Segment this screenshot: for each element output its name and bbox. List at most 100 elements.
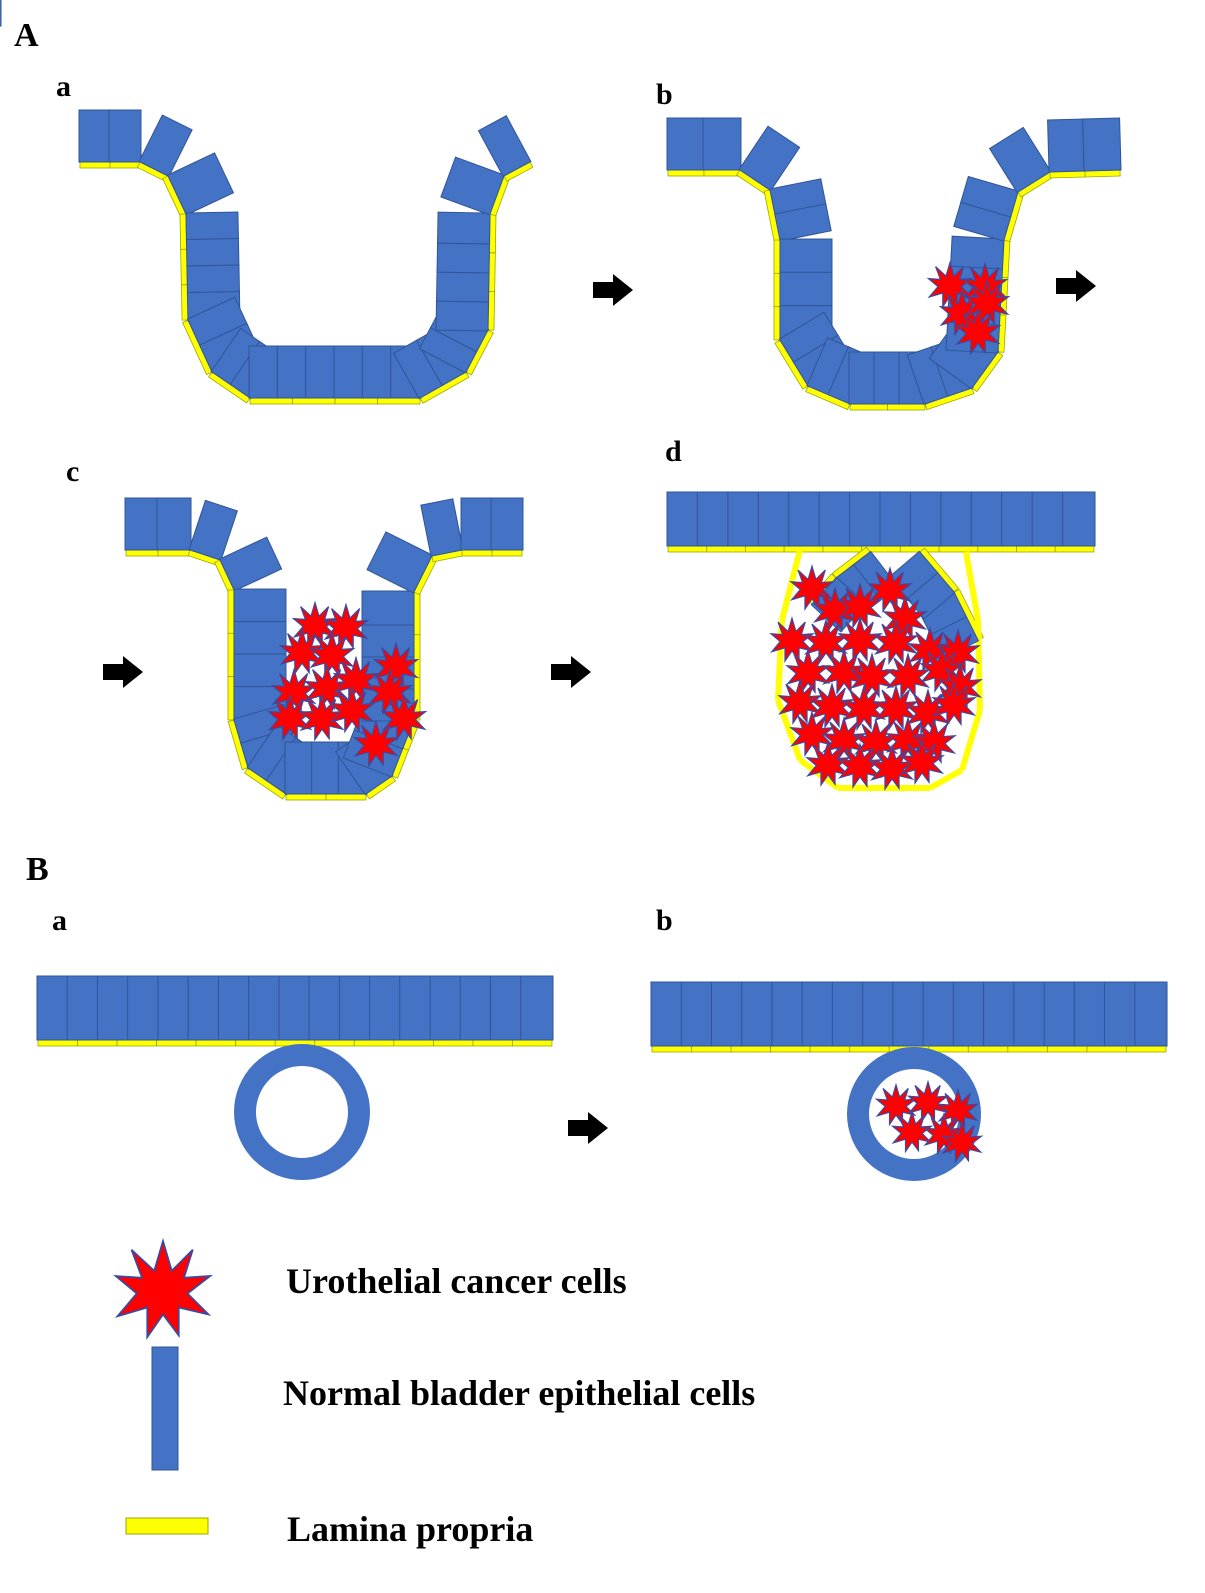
epithelial-cell	[79, 110, 111, 162]
epithelial-cell	[491, 498, 523, 550]
epithelial-cell	[309, 976, 341, 1040]
lamina-propria-segment	[962, 710, 980, 770]
epithelial-cell	[780, 272, 832, 307]
lamina-propria-segment	[692, 1046, 732, 1052]
epithelial-cell	[461, 498, 493, 550]
epithelial-cell	[832, 982, 864, 1046]
epithelial-cell	[863, 982, 895, 1046]
progression-arrow-icon	[551, 656, 591, 688]
lamina-propria-segment	[850, 1046, 890, 1052]
lamina-propria-segment	[473, 1040, 513, 1046]
lamina-propria-segment	[745, 546, 784, 552]
epithelial-cell	[234, 622, 286, 657]
epithelial-cell	[1014, 982, 1046, 1046]
lamina-propria-segment	[414, 635, 420, 678]
epithelial-cell	[125, 498, 159, 550]
epithelial-cell	[334, 346, 364, 398]
cancer-cell	[851, 654, 893, 697]
section-a-label: A	[14, 17, 39, 54]
lamina-propria-segment	[823, 546, 862, 552]
legend: Urothelial cancer cells Normal bladder e…	[116, 1241, 756, 1549]
lamina-propria-segment	[771, 1046, 811, 1052]
epithelial-layer	[0, 0, 1167, 1170]
lamina-propria-segment	[784, 546, 823, 552]
epithelial-cell	[984, 982, 1016, 1046]
lamina-propria-segment	[326, 794, 366, 800]
epithelial-cell	[362, 346, 392, 398]
panel-a-a-label: a	[56, 70, 71, 103]
epithelial-cell	[910, 492, 942, 546]
epithelial-cell	[339, 976, 371, 1040]
epithelial-cell	[880, 492, 912, 546]
epithelial-cell	[437, 270, 490, 302]
epithelial-cell	[849, 352, 876, 404]
lamina-propria-segment	[512, 1040, 552, 1046]
epithelial-cell	[789, 492, 821, 546]
lamina-propria-segment	[414, 592, 420, 635]
epithelial-cell	[742, 982, 774, 1046]
lamina-propria-segment	[394, 1040, 434, 1046]
progression-arrow-icon	[1056, 270, 1096, 302]
epithelial-cell	[651, 982, 683, 1046]
lamina-propria-segment	[774, 273, 780, 306]
panel-a-c-label: c	[66, 455, 79, 488]
lamina-propria-segment	[293, 398, 336, 404]
lamina-propria-segment	[117, 1040, 157, 1046]
panel-b-b-label: b	[656, 904, 673, 937]
lamina-propria-segment	[668, 546, 707, 552]
epithelial-cell	[1048, 119, 1086, 172]
epithelial-cell	[1135, 982, 1167, 1046]
lamina-propria-segment	[236, 1040, 276, 1046]
lamina-propria-segment	[850, 404, 888, 410]
lamina-propria-segment	[1087, 1046, 1127, 1052]
epithelial-cell	[430, 976, 462, 1040]
epithelial-cell	[187, 265, 240, 294]
panel-a-d-label: d	[665, 435, 682, 468]
epithelial-cell	[521, 976, 553, 1040]
legend-cancer-label: Urothelial cancer cells	[286, 1261, 627, 1301]
lamina-propria-segment	[433, 1040, 473, 1046]
lamina-propria-segment	[250, 398, 293, 404]
lamina-propria-segment	[774, 240, 780, 273]
lamina-propria-segment	[707, 546, 746, 552]
lamina-propria-segment	[1017, 546, 1056, 552]
lamina-propria-segment	[315, 1040, 355, 1046]
lamina-propria-segment	[78, 1040, 118, 1046]
lamina-propria-segment	[1126, 1046, 1166, 1052]
lamina-propria-segment	[126, 550, 158, 556]
lamina-propria-segment	[354, 1040, 394, 1046]
epithelial-cell	[780, 239, 832, 274]
epithelial-cell	[362, 591, 414, 625]
epithelial-cell	[438, 212, 491, 244]
epithelial-cell	[277, 346, 307, 398]
epithelial-cell	[971, 492, 1003, 546]
epithelial-cell	[850, 492, 882, 546]
epithelial-cell	[285, 742, 314, 794]
epithelial-cell	[667, 492, 699, 546]
lamina-propria-segment	[968, 1046, 1008, 1052]
epithelial-cell	[186, 239, 239, 268]
epithelial-cell	[490, 976, 522, 1040]
lamina-propria-segment	[228, 633, 234, 676]
legend-epithelial-rect-icon	[152, 1347, 178, 1470]
lamina-propria-segment	[939, 546, 978, 552]
lamina-propria-segment	[731, 1046, 771, 1052]
lamina-propria-segment	[335, 398, 378, 404]
lamina-propria-segment	[228, 590, 234, 633]
epithelial-cell	[819, 492, 851, 546]
lamina-propria-segment	[228, 677, 234, 720]
epithelial-cell	[893, 982, 925, 1046]
vessel-ring	[245, 1055, 359, 1169]
lamina-propria-segment	[668, 170, 704, 176]
epithelial-cell	[67, 976, 99, 1040]
epithelial-cell	[951, 236, 1005, 269]
epithelial-cell	[697, 492, 729, 546]
lamina-propria-segment	[652, 1046, 692, 1052]
epithelial-cell	[0, 0, 1, 26]
epithelial-cell	[234, 654, 286, 689]
epithelial-cell	[400, 976, 432, 1040]
epithelial-cell	[667, 118, 705, 170]
epithelial-cell	[37, 976, 69, 1040]
epithelial-cell	[234, 589, 286, 624]
